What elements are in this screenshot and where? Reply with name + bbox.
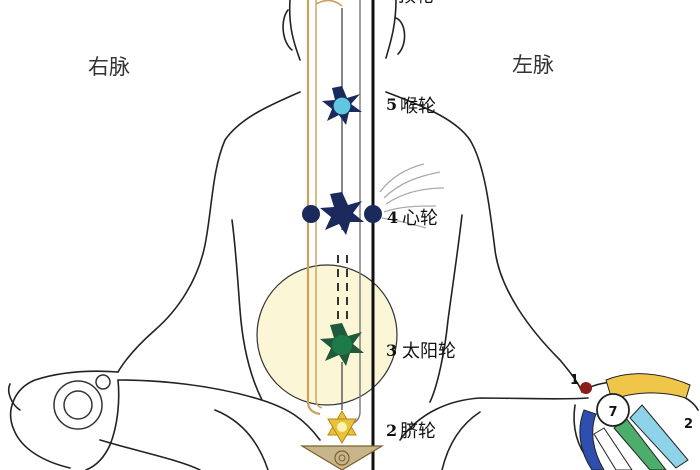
solar-chakra bbox=[320, 323, 364, 366]
body-outline bbox=[7, 0, 699, 470]
right-channel-label: 右脉 bbox=[88, 55, 130, 79]
chakra5-name: 喉轮 bbox=[400, 96, 436, 117]
left-hand-fingers bbox=[579, 373, 691, 470]
chakra4-number: 4 bbox=[387, 208, 398, 227]
chakra4-name: 心轮 bbox=[402, 208, 438, 229]
chakra5-number: 5 bbox=[386, 95, 397, 114]
heart-chakra bbox=[320, 192, 364, 235]
hand-number-2: 2 bbox=[684, 417, 693, 432]
ida-channel bbox=[306, 0, 321, 416]
right-palm-chakra bbox=[53, 374, 111, 430]
chakra2-name: 脐轮 bbox=[400, 421, 436, 442]
chakra2-number: 2 bbox=[386, 421, 397, 440]
chakra3-number: 3 bbox=[386, 341, 397, 360]
hand-circle-7 bbox=[596, 393, 630, 427]
hand-dot-red bbox=[580, 382, 592, 394]
navel-chakra bbox=[327, 410, 357, 444]
left-channel-label: 左脉 bbox=[512, 53, 554, 77]
solar-glow-circle bbox=[256, 264, 398, 406]
wing-feather bbox=[379, 163, 445, 229]
heart-dot-right bbox=[364, 205, 382, 223]
root-chakra bbox=[299, 445, 385, 470]
chakra3-name: 太阳轮 bbox=[402, 341, 456, 362]
heart-dot-left bbox=[302, 205, 320, 223]
top-partial-label: 顶轮 bbox=[398, 0, 434, 7]
throat-chakra bbox=[322, 86, 362, 125]
hand-number-1: 1 bbox=[570, 373, 579, 388]
hand-circle-7-label: 7 bbox=[608, 405, 617, 420]
